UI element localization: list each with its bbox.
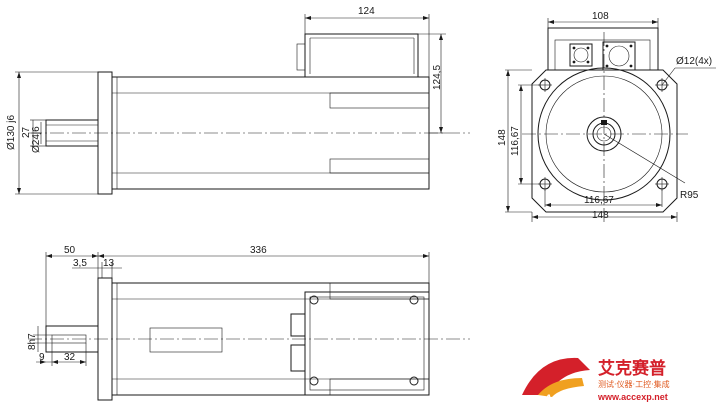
brand-url: www.accexp.net [597, 392, 668, 402]
logo-text: ACCEXP [543, 393, 591, 405]
dim-148-h: 148 [592, 210, 609, 221]
dim-13: 13 [103, 258, 115, 269]
top-side-view: 124 124,5 Ø130 j6 27 Ø24j6 [6, 6, 470, 195]
front-view: 108 Ø12(4x) 148 116,67 116,67 148 [497, 11, 716, 222]
logo-swoosh [522, 357, 590, 395]
dim-116-67-h: 116,67 [584, 195, 614, 206]
dim-116-67-v: 116,67 [510, 126, 521, 156]
dim-24j6: Ø24j6 [31, 126, 42, 153]
connector-left [569, 43, 593, 67]
dim-r95: R95 [680, 190, 699, 201]
cable-gland-1 [290, 313, 306, 337]
dim-108: 108 [592, 11, 609, 22]
dim-3-5: 3,5 [73, 258, 87, 269]
terminal-box-side [304, 291, 430, 396]
dim-124: 124 [358, 6, 375, 17]
front-housing [531, 69, 678, 213]
dim-50: 50 [64, 245, 76, 256]
nameplate [149, 327, 223, 353]
brand-name: 艾克赛普 [598, 358, 666, 379]
dim-32: 32 [64, 352, 76, 363]
bottom-side-view: 50 336 3,5 13 8h7 9 32 [27, 245, 470, 401]
dim-130j6: Ø130 j6 [6, 115, 17, 150]
dim-124-5: 124,5 [432, 65, 443, 90]
slot-top-lower [329, 158, 430, 174]
dim-148-v: 148 [497, 129, 508, 146]
dim-336: 336 [250, 245, 267, 256]
cable-gland-2 [290, 344, 306, 372]
terminal-box-top [304, 33, 419, 78]
dim-8h7: 8h7 [27, 333, 38, 350]
dim-12-4x: Ø12(4x) [676, 56, 712, 67]
slot-top-upper [329, 92, 430, 109]
brand-tagline: 测试·仪器·工控·集成 [598, 379, 670, 389]
dim-9: 9 [39, 352, 45, 363]
dim-27: 27 [21, 126, 32, 138]
watermark-logo: ACCEXP 艾克赛普 测试·仪器·工控·集成 www.accexp.net [522, 357, 670, 405]
mounting-holes [538, 78, 669, 191]
